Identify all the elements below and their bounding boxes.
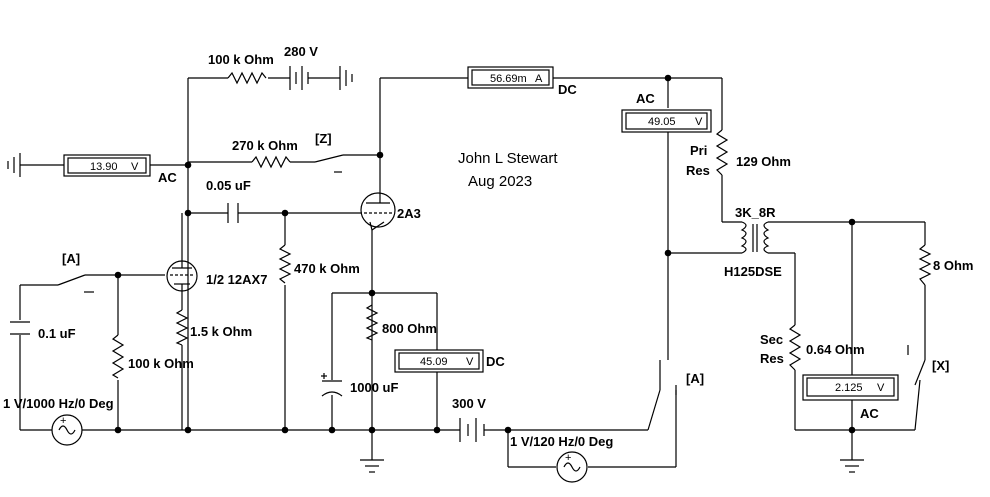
meter-xfmr-ac: 49.05 V [621, 109, 712, 133]
label-grid-meter-mode: AC [158, 170, 177, 185]
meter-grid-ac-unit: V [131, 161, 139, 173]
meter-cathode-dc-value: 45.09 [420, 356, 448, 368]
meter-grid-ac: 13.90 V [63, 154, 151, 177]
label-v-300: 300 V [452, 396, 486, 411]
meter-plate-dc-unit: A [535, 73, 543, 85]
ac-source-1khz: + [51, 414, 83, 446]
capacitor-1000uf [321, 373, 343, 397]
label-r-470k: 470 k Ohm [294, 261, 360, 276]
resistor-0.64 [788, 324, 802, 371]
label-c-1000: 1000 uF [350, 380, 398, 395]
label-r-270k: 270 k Ohm [232, 138, 298, 153]
label-r-1.5k: 1.5 k Ohm [190, 324, 252, 339]
switch-x [907, 345, 926, 386]
meter-plate-dc: 56.69m A [467, 66, 554, 89]
capacitor-0.05uf [227, 203, 239, 223]
label-r-100k-grid: 100 k Ohm [128, 356, 194, 371]
resistor-8 [918, 244, 932, 286]
label-r-100k-top: 100 k Ohm [208, 52, 274, 67]
label-xfmr-meter-mode: AC [636, 91, 655, 106]
meter-grid-ac-value: 13.90 [90, 161, 118, 173]
annotation-author: John L Stewart [458, 150, 558, 167]
label-pri: Pri [690, 143, 707, 158]
ground-bottom-right [840, 459, 864, 473]
tube-2a3 [360, 190, 396, 231]
label-v-280: 280 V [284, 44, 318, 59]
resistor-1.5k [175, 309, 189, 346]
battery-280v [289, 66, 353, 90]
switch-a-left [57, 274, 94, 293]
label-switch-x: [X] [932, 358, 949, 373]
meter-output-ac-unit: V [877, 382, 885, 394]
resistor-270k [251, 155, 291, 169]
label-pri-res: Res [686, 163, 710, 178]
label-src-1khz: 1 V/1000 Hz/0 Deg [3, 396, 114, 411]
transformer-h125dse [740, 221, 770, 254]
tube-12ax7 [166, 260, 198, 292]
label-plate-meter-mode: DC [558, 82, 577, 97]
switch-z [314, 154, 344, 173]
resistor-100k-top [227, 71, 267, 85]
meter-cathode-dc-unit: V [466, 356, 474, 368]
svg-text:+: + [565, 452, 571, 464]
label-sec-res: Res [760, 351, 784, 366]
resistor-800 [365, 304, 379, 341]
label-switch-a-left: [A] [62, 251, 80, 266]
battery-300v [459, 418, 490, 442]
label-xfmr-ratio: 3K_8R [735, 205, 776, 220]
label-src-120hz: 1 V/120 Hz/0 Deg [510, 434, 613, 449]
ground-left [7, 153, 21, 177]
meter-xfmr-ac-value: 49.05 [648, 116, 676, 128]
resistor-470k [278, 244, 292, 284]
junctions [114, 74, 856, 434]
label-output-meter-mode: AC [860, 406, 879, 421]
label-sec: Sec [760, 332, 783, 347]
resistor-129 [715, 129, 729, 176]
resistor-100k-grid [111, 334, 125, 379]
label-tube-12ax7: 1/2 12AX7 [206, 272, 267, 287]
capacitor-0.1uf [10, 321, 30, 335]
label-r-129: 129 Ohm [736, 154, 791, 169]
ground-bottom-mid [360, 459, 384, 473]
label-r-8: 8 Ohm [933, 258, 973, 273]
label-c-0.1: 0.1 uF [38, 326, 76, 341]
switch-a-right [659, 360, 677, 395]
meter-output-ac: 2.125 V [802, 374, 899, 401]
label-r-800: 800 Ohm [382, 321, 437, 336]
label-switch-z: [Z] [315, 131, 332, 146]
label-tube-2a3: 2A3 [397, 206, 421, 221]
label-cathode-meter-mode: DC [486, 354, 505, 369]
meter-xfmr-ac-unit: V [695, 116, 703, 128]
label-r-0.64: 0.64 Ohm [806, 342, 865, 357]
annotation-date: Aug 2023 [468, 173, 532, 190]
meter-output-ac-value: 2.125 [835, 382, 863, 394]
label-c-0.05: 0.05 uF [206, 178, 251, 193]
label-xfmr-model: H125DSE [724, 264, 782, 279]
meter-plate-dc-value: 56.69m [490, 73, 527, 85]
svg-text:+: + [60, 415, 66, 427]
ac-source-120hz: + [556, 451, 588, 483]
meter-cathode-dc: 45.09 V [394, 349, 484, 373]
label-switch-a-right: [A] [686, 371, 704, 386]
